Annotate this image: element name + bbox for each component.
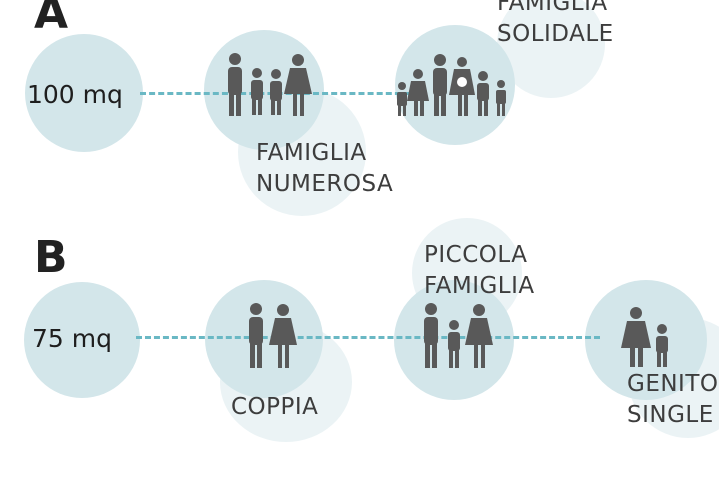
area-b-circle [24,282,140,398]
caption-line: SINGLE [627,402,714,428]
solidale-family-icon [397,54,506,116]
caption-piccola-famiglia: PICCOLA FAMIGLIA [424,240,535,302]
caption-line: FAMIGLIA [497,0,608,16]
solidale-shadow-circle [497,0,605,98]
large-family-icon [228,53,312,116]
section-a-letter: A [34,0,69,39]
caption-genitore-single: GENITO SINGLE [627,369,719,431]
caption-line: FAMIGLIA [424,273,535,299]
caption-line: PICCOLA [424,242,528,268]
couple-icon [249,303,297,368]
caption-line: GENITO [627,371,719,397]
caption-famiglia-solidale: FAMIGLIA SOLIDALE [497,0,614,50]
caption-line: FAMIGLIA [256,140,367,166]
small-family-icon [424,303,493,368]
section-b-letter: B [34,232,68,283]
caption-line: SOLIDALE [497,21,614,47]
single-parent-icon [621,307,668,367]
caption-line: COPPIA [231,394,319,420]
area-b-label: 75 mq [32,324,112,353]
caption-coppia: COPPIA [231,392,318,423]
area-a-circle [25,34,143,152]
area-a-label: 100 mq [27,80,123,109]
caption-famiglia-numerosa: FAMIGLIA NUMEROSA [256,138,393,200]
connector-line-b [136,336,600,339]
caption-line: NUMEROSA [256,171,394,197]
coppia-circle [205,280,323,398]
